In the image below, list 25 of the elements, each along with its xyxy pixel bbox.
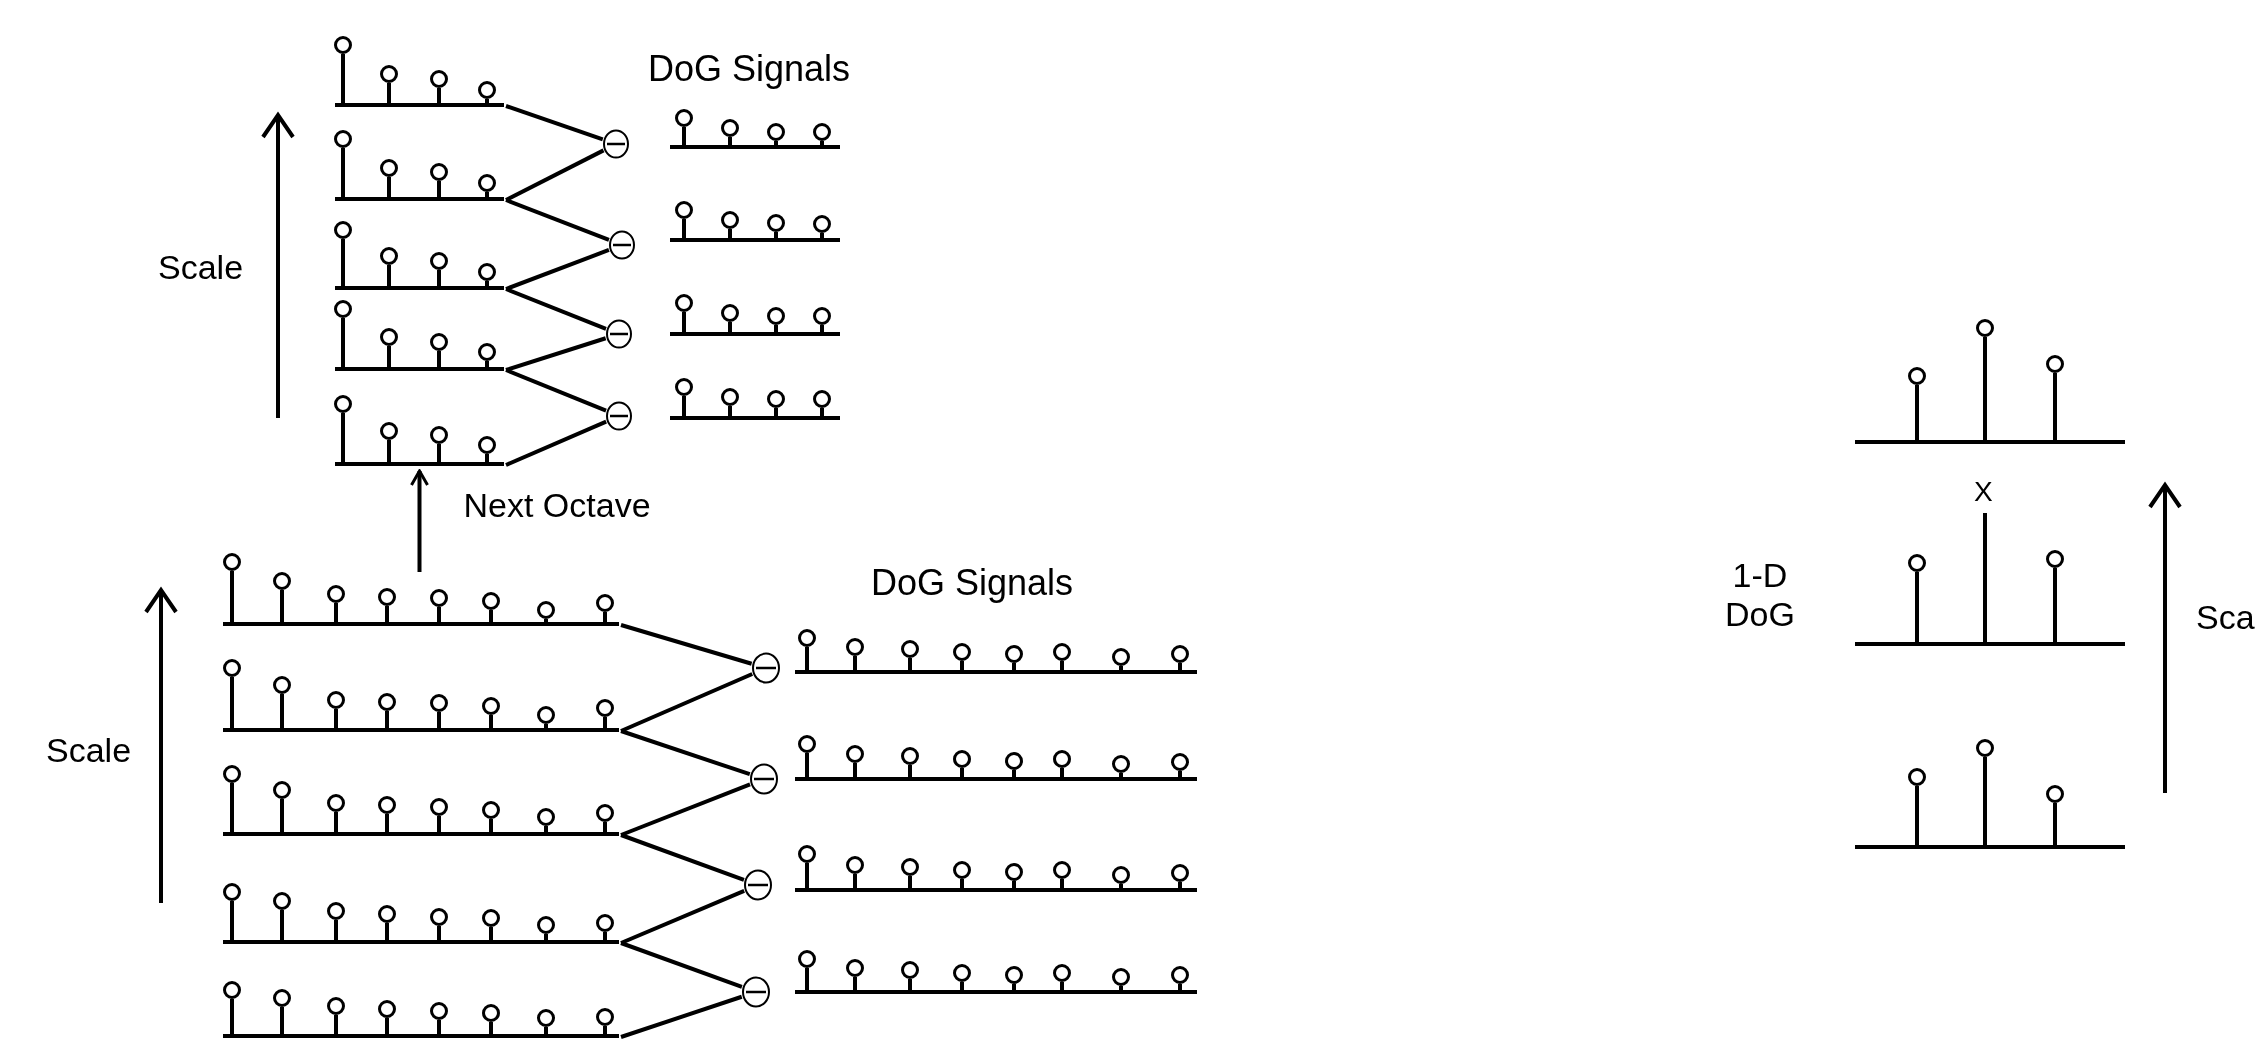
connector-line <box>620 994 743 1039</box>
connector-line <box>620 941 743 989</box>
connector-line <box>620 729 751 777</box>
connector-line <box>620 623 753 666</box>
connector-line <box>620 782 751 837</box>
heading: DoG Signals <box>648 48 851 90</box>
marker-label: X <box>1974 476 1993 509</box>
connector-line <box>505 104 604 142</box>
connector-line <box>505 368 607 413</box>
heading: DoG Signals <box>871 562 1074 604</box>
connector-line <box>620 889 745 945</box>
connector-line <box>505 198 610 242</box>
connector-line <box>505 287 607 331</box>
connector-line <box>505 148 605 202</box>
connector-line <box>620 672 754 733</box>
connector-line <box>505 336 607 372</box>
axis-label: Scale <box>158 248 244 288</box>
edge-label: Next Octave <box>463 485 651 525</box>
connector-line <box>620 833 745 882</box>
side-label: 1-D DoG <box>1724 556 1796 635</box>
connector-line <box>505 248 610 291</box>
connector-line <box>505 419 607 467</box>
axis-label: Scale <box>46 731 132 771</box>
arrow <box>410 469 429 572</box>
axis-label: Sca <box>2196 598 2255 638</box>
